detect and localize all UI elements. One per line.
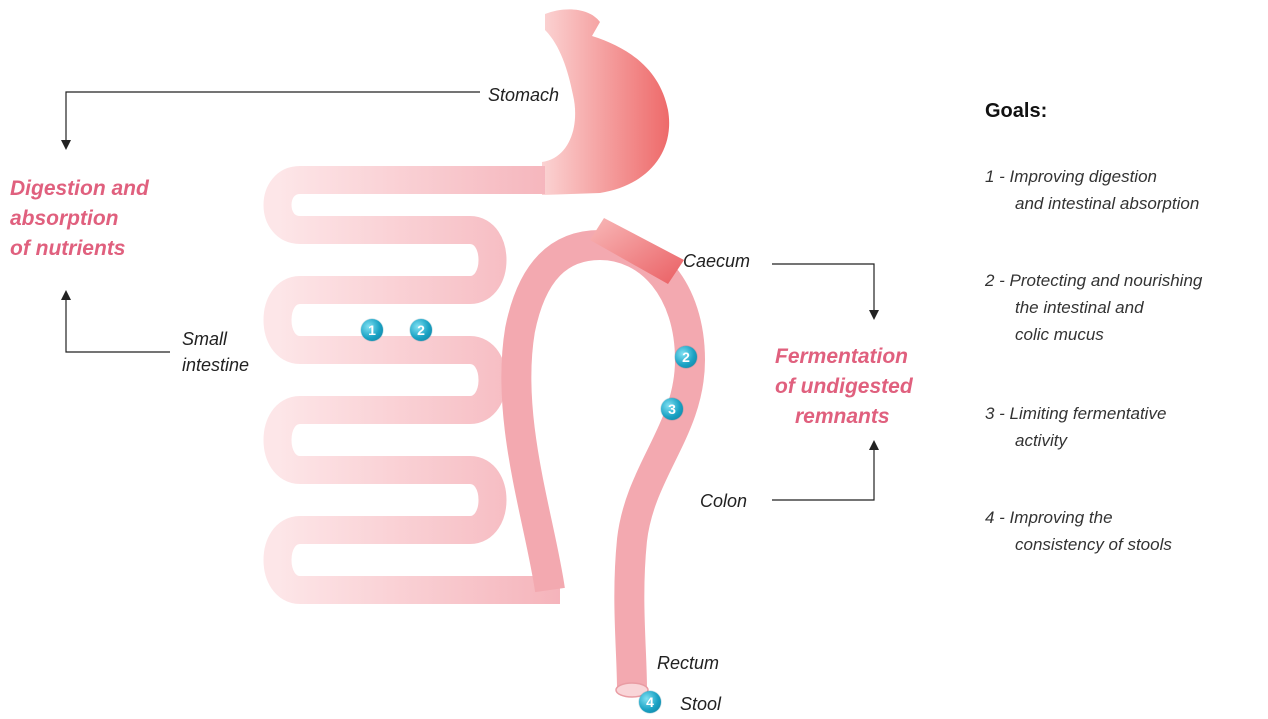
small-intestine-label-line: intestine <box>182 352 249 378</box>
goal-line: colic mucus <box>985 321 1202 348</box>
digestion-outcome-line: absorption <box>10 204 149 234</box>
fermentation-outcome-line: Fermentation <box>775 342 913 372</box>
digestion-outcome: Digestion and absorption of nutrients <box>10 174 149 264</box>
arrow-down-icon <box>61 140 71 150</box>
small-intestine-label: Small intestine <box>182 326 249 378</box>
colon-shape <box>516 245 690 690</box>
connector-stomach <box>66 92 480 142</box>
goal-badge-1: 1 <box>361 319 383 341</box>
arrow-up-icon <box>61 290 71 300</box>
arrow-up-icon <box>869 440 879 450</box>
connector-small-intestine <box>66 298 170 352</box>
goal-line: activity <box>985 427 1166 454</box>
goal-item-3: 3 - Limiting fermentative activity <box>985 400 1166 454</box>
small-intestine-label-line: Small <box>182 326 249 352</box>
caecum-label: Caecum <box>683 248 750 274</box>
fermentation-outcome-line: remnants <box>775 402 913 432</box>
goal-item-4: 4 - Improving the consistency of stools <box>985 504 1172 558</box>
goal-line: 4 - Improving the <box>985 508 1113 527</box>
fermentation-outcome: Fermentation of undigested remnants <box>775 342 913 432</box>
goal-line: and intestinal absorption <box>985 190 1199 217</box>
fermentation-outcome-line: of undigested <box>775 372 913 402</box>
rectum-label: Rectum <box>657 650 719 676</box>
stool-label: Stool <box>680 691 721 717</box>
goal-line: 2 - Protecting and nourishing <box>985 271 1202 290</box>
connector-caecum <box>772 264 874 312</box>
goal-item-2: 2 - Protecting and nourishing the intest… <box>985 267 1202 348</box>
goal-badge-2: 2 <box>410 319 432 341</box>
goal-line: the intestinal and <box>985 294 1202 321</box>
stomach-shape <box>542 9 669 195</box>
goal-line: 3 - Limiting fermentative <box>985 404 1166 423</box>
connector-colon <box>772 448 874 500</box>
colon-label: Colon <box>700 488 747 514</box>
goal-line: consistency of stools <box>985 531 1172 558</box>
goal-badge-3: 3 <box>661 398 683 420</box>
goal-item-1: 1 - Improving digestion and intestinal a… <box>985 163 1199 217</box>
digestion-outcome-line: of nutrients <box>10 234 149 264</box>
goal-badge-2: 2 <box>675 346 697 368</box>
arrow-down-icon <box>869 310 879 320</box>
goal-badge-4: 4 <box>639 691 661 713</box>
digestion-outcome-line: Digestion and <box>10 174 149 204</box>
goal-line: 1 - Improving digestion <box>985 167 1157 186</box>
stomach-label: Stomach <box>488 82 559 108</box>
goals-title: Goals: <box>985 100 1047 123</box>
